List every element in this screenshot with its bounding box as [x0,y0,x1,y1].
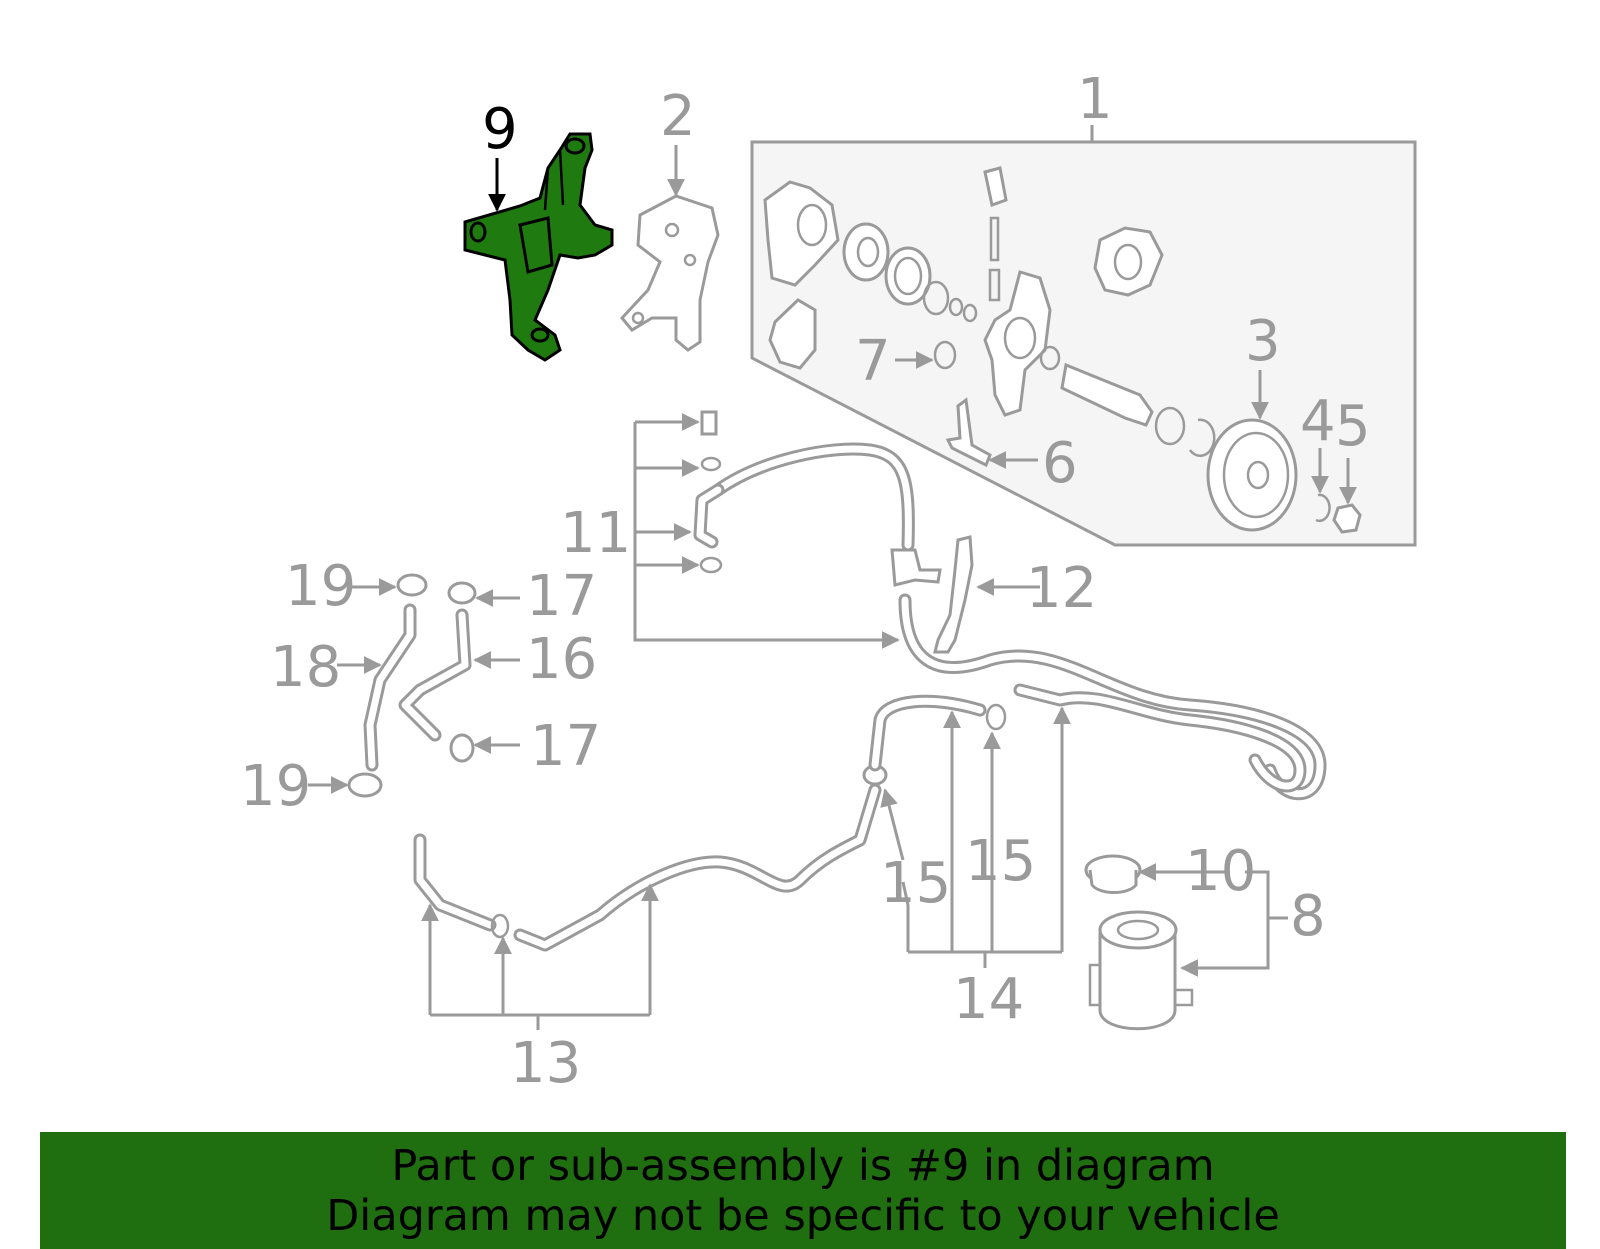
banner-line-1: Part or sub-assembly is #9 in diagram [391,1140,1215,1191]
part-15-clamp[interactable] [985,703,1007,731]
part-18-hose[interactable] [363,603,417,772]
callout-2: 2 [660,84,696,149]
callout-5: 5 [1335,394,1371,459]
callout-1: 1 [1077,67,1113,132]
pin [948,297,964,317]
washer [700,456,722,472]
info-banner: Part or sub-assembly is #9 in diagram Di… [40,1132,1566,1249]
pump-body [983,270,1052,417]
pump-cover-bore [796,203,828,247]
part-4-clip[interactable] [1315,493,1331,523]
bracket-body [463,132,614,362]
pump-body-bore [1003,316,1037,360]
callout-3: 3 [1245,309,1281,374]
part-9-bracket[interactable] [463,132,614,362]
callout-labels: 1 2 3 4 5 6 7 8 9 10 11 12 13 14 15 15 1… [240,67,1371,1096]
callout-16: 16 [526,627,597,692]
leader-lines [308,145,1357,1030]
o-ring [922,280,950,316]
cam-ring [884,246,932,306]
callout-15a: 15 [880,851,951,916]
union-bolt [700,410,718,436]
part-19-clamp-upper[interactable] [396,573,428,597]
callout-4: 4 [1300,389,1336,454]
callout-12: 12 [1026,556,1097,621]
bracket-lower-hole [530,327,550,343]
part-14-hose[interactable] [868,694,1007,772]
callout-15b: 15 [965,829,1036,894]
callout-13: 13 [510,1031,581,1096]
callout-10: 10 [1185,839,1256,904]
leader-15a [880,788,905,861]
snap-ring [1188,418,1216,457]
callout-11: 11 [560,501,631,566]
banner-line-2: Diagram may not be specific to your vehi… [326,1190,1280,1241]
bracket-2-hole [664,222,680,238]
part-11-pressure-line[interactable] [693,410,1327,801]
seal [1039,345,1061,371]
part-10-cap[interactable] [1084,854,1142,894]
bearing [1154,406,1186,446]
leader-11-bracket [633,422,893,642]
part-6-bracket[interactable] [945,397,992,468]
valve [988,268,1001,302]
housing [1093,226,1164,297]
part-7-oring[interactable] [933,340,957,370]
pump-components [763,166,1362,534]
callout-6: 6 [1042,431,1078,496]
part-2-bracket[interactable] [620,194,720,352]
part-12-bracket[interactable] [933,535,974,654]
spring [989,216,1000,262]
bracket-2-body [620,194,720,352]
part-3-pulley[interactable] [1206,418,1298,532]
callout-19a: 19 [285,554,356,619]
callout-7: 7 [855,329,891,394]
rotor-hub [856,236,880,268]
rear-plate [768,298,817,370]
housing-bore [1113,243,1143,281]
rotor [842,222,890,282]
part-16-hose[interactable] [398,608,472,742]
part-17-clamp-lower[interactable] [449,733,475,763]
bracket-2-hole-2 [683,253,697,267]
bracket-mount-hole [469,221,487,243]
part-8-reservoir[interactable] [1088,910,1194,1031]
part-13-return-hose[interactable] [413,764,888,952]
part-19-clamp-lower[interactable] [347,772,383,798]
leader-15a-left [901,881,910,952]
pulley-groove [1222,431,1290,519]
callout-8: 8 [1290,884,1326,949]
flow-valve-plug [983,166,1008,207]
callout-17b: 17 [530,714,601,779]
callout-17a: 17 [526,564,597,629]
part-17-clamp-upper[interactable] [447,581,477,605]
shaft [1060,362,1154,427]
callout-9: 9 [482,97,518,162]
cam-ring-inner [893,256,923,296]
bracket-edge [543,149,565,211]
pin-2 [962,303,978,323]
callout-19b: 19 [240,754,311,819]
line-clamp [890,548,942,587]
leader-8 [1180,870,1270,977]
bracket-slot [518,216,554,274]
callout-18: 18 [270,635,341,700]
callout-14: 14 [953,967,1024,1032]
washer-2 [699,556,723,574]
pulley-hub [1246,460,1270,490]
bracket-bolt-hole [564,137,586,155]
bracket-2-hole-3 [631,311,645,325]
part-5-nut[interactable] [1332,503,1362,534]
pump-assembly-box [750,125,1417,547]
